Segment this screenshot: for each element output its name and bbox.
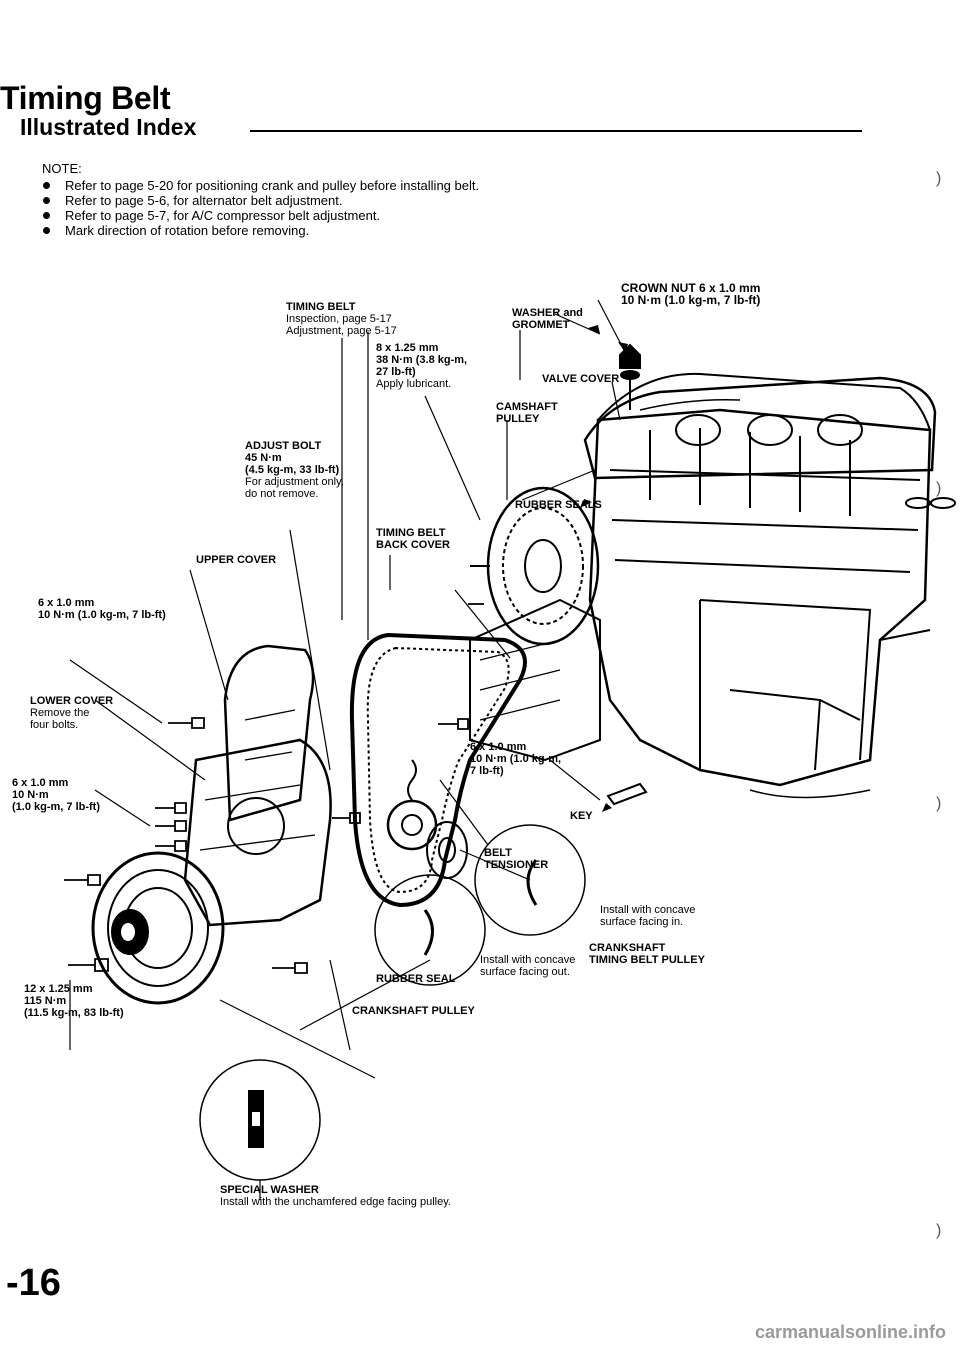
timing-belt-label: TIMING BELT Inspection, page 5-17 Adjust… bbox=[286, 301, 397, 337]
crankshaft-timing-belt-pulley-label: CRANKSHAFT TIMING BELT PULLEY bbox=[589, 942, 705, 966]
bolt-6x10-c-label: 6 x 1.0 mm 10 N·m (1.0 kg-m, 7 lb-ft) bbox=[12, 777, 101, 813]
timing-belt-back-cover-label: TIMING BELT BACK COVER bbox=[376, 527, 450, 551]
detail-circle-concave-in bbox=[474, 824, 586, 936]
crankshaft-pulley-icon bbox=[91, 851, 225, 1005]
binding-mark: ) bbox=[936, 1222, 942, 1239]
concave-in-label: Install with concave surface facing in. bbox=[600, 904, 696, 928]
valve-cover-label: VALVE COVER bbox=[542, 373, 620, 385]
rubber-seals-label: RUBBER SEALS bbox=[515, 499, 602, 511]
adjust-bolt-label: ADJUST BOLT 45 N·m (4.5 kg-m, 33 lb-ft) … bbox=[245, 440, 344, 500]
note-heading: NOTE: bbox=[42, 161, 82, 176]
timing-belt-icon bbox=[349, 632, 527, 908]
note-item: Refer to page 5-6, for alternator belt a… bbox=[42, 193, 479, 208]
camshaft-pulley-icon bbox=[470, 486, 600, 646]
note-list: Refer to page 5-20 for positioning crank… bbox=[42, 178, 479, 238]
key-icon bbox=[606, 782, 648, 806]
bolt-6x10-b-label: 6 x 1.0 mm 10 N·m (1.0 kg-m, 7 lb-ft) bbox=[470, 741, 562, 777]
valve-cover-icon bbox=[583, 376, 937, 480]
key-label: KEY bbox=[570, 810, 593, 822]
note-item: Refer to page 5-7, for A/C compressor be… bbox=[42, 208, 479, 223]
arrowheads bbox=[582, 325, 628, 812]
page-title: Timing Belt bbox=[0, 80, 171, 116]
detail-circle-concave-out bbox=[374, 874, 486, 986]
subtitle-rule bbox=[250, 130, 862, 132]
special-washer-label: SPECIAL WASHER Install with the unchamfe… bbox=[220, 1184, 451, 1208]
note-item: Refer to page 5-20 for positioning crank… bbox=[42, 178, 479, 193]
binding-mark: ) bbox=[936, 480, 942, 497]
note-block: NOTE: Refer to page 5-20 for positioning… bbox=[42, 161, 479, 238]
binding-mark: ) bbox=[936, 795, 942, 812]
engine-assembly-icon bbox=[588, 372, 932, 799]
crown-nut-label: CROWN NUT 6 x 1.0 mm 10 N·m (1.0 kg-m, 7… bbox=[621, 281, 761, 307]
belt-tensioner-icon bbox=[386, 759, 438, 851]
rubber-seals-icon bbox=[905, 497, 956, 509]
watermark: carmanualsonline.info bbox=[754, 1322, 946, 1342]
belt-tensioner-label: BELT TENSIONER bbox=[484, 847, 549, 871]
concave-out-label: Install with concave surface facing out. bbox=[480, 954, 576, 978]
binding-mark: ) bbox=[936, 170, 942, 187]
page-subtitle: Illustrated Index bbox=[20, 114, 197, 140]
bolt-icons bbox=[64, 603, 484, 974]
crown-nut-icon bbox=[619, 343, 641, 410]
crankshaft-pulley-label: CRANKSHAFT PULLEY bbox=[352, 1005, 475, 1017]
lower-cover-icon bbox=[183, 738, 332, 927]
rubber-seal-label: RUBBER SEAL bbox=[376, 973, 456, 985]
bolt-12x125-label: 12 x 1.25 mm 115 N·m (11.5 kg-m, 83 lb-f… bbox=[24, 983, 124, 1019]
timing-belt-back-cover-icon bbox=[469, 598, 601, 762]
bolt-6x10-a-label: 6 x 1.0 mm 10 N·m (1.0 kg-m, 7 lb-ft) bbox=[38, 597, 166, 621]
upper-cover-icon bbox=[223, 644, 315, 822]
page-number: -16 bbox=[6, 1262, 61, 1304]
washer-grommet-label: WASHER and GROMMET bbox=[512, 307, 583, 331]
note-item: Mark direction of rotation before removi… bbox=[42, 223, 479, 238]
bolt-8x125-label: 8 x 1.25 mm 38 N·m (3.8 kg-m, 27 lb-ft) … bbox=[376, 342, 468, 390]
leader-lines bbox=[69, 299, 626, 1200]
upper-cover-label: UPPER COVER bbox=[196, 554, 277, 566]
lower-cover-label: LOWER COVER Remove the four bolts. bbox=[30, 695, 114, 731]
camshaft-pulley-label: CAMSHAFT PULLEY bbox=[496, 401, 558, 425]
